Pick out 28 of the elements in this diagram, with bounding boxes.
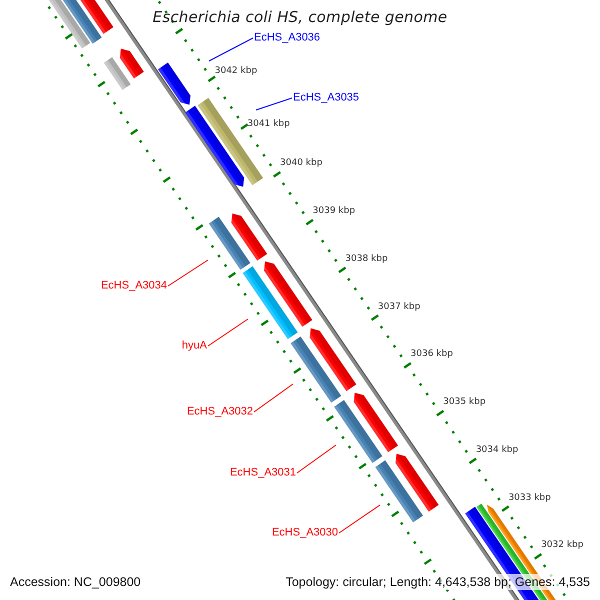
- gene-label: EcHS_A3035: [293, 92, 360, 104]
- tick-label: 3042 kbp: [214, 66, 258, 77]
- tick-label: 3035 kbp: [443, 397, 486, 408]
- gene-label: hyuA: [182, 340, 207, 352]
- leader-line: [168, 260, 208, 286]
- gene-label: EcHS_A3030: [272, 526, 338, 540]
- tick-label: 3034 kbp: [476, 444, 518, 456]
- tick-label: 3036 kbp: [410, 349, 453, 360]
- gene-label: EcHS_A3034: [100, 280, 167, 292]
- gene-label: EcHS_A3036: [254, 32, 320, 44]
- tick-label: 3039 kbp: [312, 206, 356, 218]
- gene-label: EcHS_A3031: [230, 466, 296, 480]
- accession-text: Accession: NC_009800: [8, 574, 143, 590]
- tick-label: 3040 kbp: [280, 158, 322, 170]
- map-title: Escherichia coli HS, complete genome: [152, 8, 448, 26]
- tick-label: 3037 kbp: [378, 302, 420, 313]
- leader-line: [208, 38, 254, 62]
- leader-line: [296, 444, 336, 474]
- tick-label: 3041 kbp: [247, 118, 290, 130]
- tick-label: 3033 kbp: [508, 492, 551, 504]
- leader-line: [338, 504, 380, 534]
- tick-label: 3038 kbp: [345, 254, 388, 265]
- leader-line: [254, 384, 294, 412]
- leader-line: [208, 318, 248, 346]
- genome-stats-text: Topology: circular; Length: 4,643,538 bp; Genes: 4,535: [284, 574, 592, 590]
- gene-label: EcHS_A3032: [186, 406, 253, 418]
- leader-line: [256, 98, 292, 110]
- tick-label: 3032 kbp: [541, 540, 584, 552]
